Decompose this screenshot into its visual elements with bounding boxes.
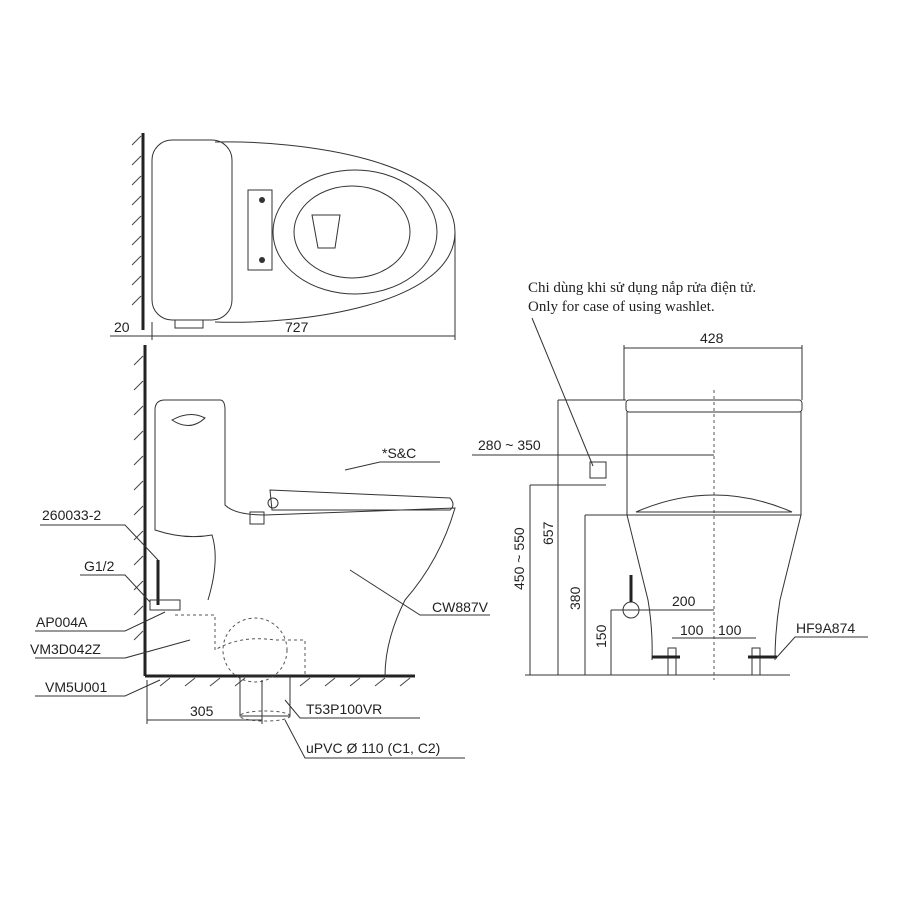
dim-rough-in: 305 (190, 703, 214, 719)
drain-outlet (311, 214, 341, 249)
note-vietnamese: Chi dùng khi sử dụng nắp rửa điện tử. (528, 280, 756, 296)
dim-bolt-right: 100 (718, 622, 742, 638)
power-outlet (589, 461, 607, 479)
dim-outlet-offset: 280 ~ 350 (478, 437, 541, 453)
dim-wall-gap: 20 (114, 319, 130, 335)
nozzle-fitting (249, 511, 265, 525)
wall-hatch (133, 355, 411, 687)
flush-button (171, 414, 206, 426)
bowl-opening (293, 185, 411, 279)
label-flange: VM3D042Z (30, 641, 101, 657)
seat-outline (272, 169, 438, 295)
dim-outlet-height: 450 ~ 550 (511, 527, 527, 590)
supply-valve (174, 319, 204, 329)
tank-sides (626, 412, 802, 515)
seat-lid (269, 489, 454, 511)
tank-back (154, 410, 216, 601)
label-body: CW887V (432, 599, 489, 615)
dim-width: 428 (700, 330, 724, 346)
label-adapter: T53P100VR (306, 701, 382, 717)
seat-hinge (267, 497, 279, 509)
label-valve: AP004A (36, 614, 88, 630)
side-view: 305 260033-2 G1/2 AP004A VM3D042Z VM5U00… (30, 345, 490, 759)
hinge (247, 189, 273, 271)
dim-bolt-left: 100 (680, 622, 704, 638)
tank-lid (625, 399, 803, 413)
label-thread: G1/2 (84, 558, 115, 574)
seat-front (635, 494, 793, 513)
dim-seat-height: 380 (567, 586, 583, 610)
label-bolt: VM5U001 (45, 679, 107, 695)
bolt-label: HF9A874 (796, 620, 855, 636)
tank-outline (151, 139, 233, 321)
toilet-body-outline (154, 399, 456, 677)
bowl-outline (214, 141, 456, 323)
dim-total-height: 657 (540, 521, 556, 545)
hinge-bolt (259, 197, 265, 203)
dim-supply-height: 150 (593, 624, 609, 648)
angle-valve (149, 599, 181, 611)
note-english: Only for case of using washlet. (528, 299, 715, 315)
label-hose: 260033-2 (42, 507, 101, 523)
label-seat: *S&C (382, 445, 416, 461)
top-view: 20 727 (110, 133, 456, 340)
label-pipe: uPVC Ø 110 (C1, C2) (306, 740, 440, 756)
dim-length: 727 (285, 319, 309, 335)
floor-drain-pipe (239, 675, 291, 717)
wall-hatch (131, 135, 142, 306)
dim-supply-offset: 200 (672, 593, 696, 609)
drain-hidden (175, 614, 306, 676)
bowl-front (626, 514, 802, 661)
front-view: Chi dùng khi sử dụng nắp rửa điện tử. On… (472, 280, 868, 680)
hinge-bolt (259, 257, 265, 263)
